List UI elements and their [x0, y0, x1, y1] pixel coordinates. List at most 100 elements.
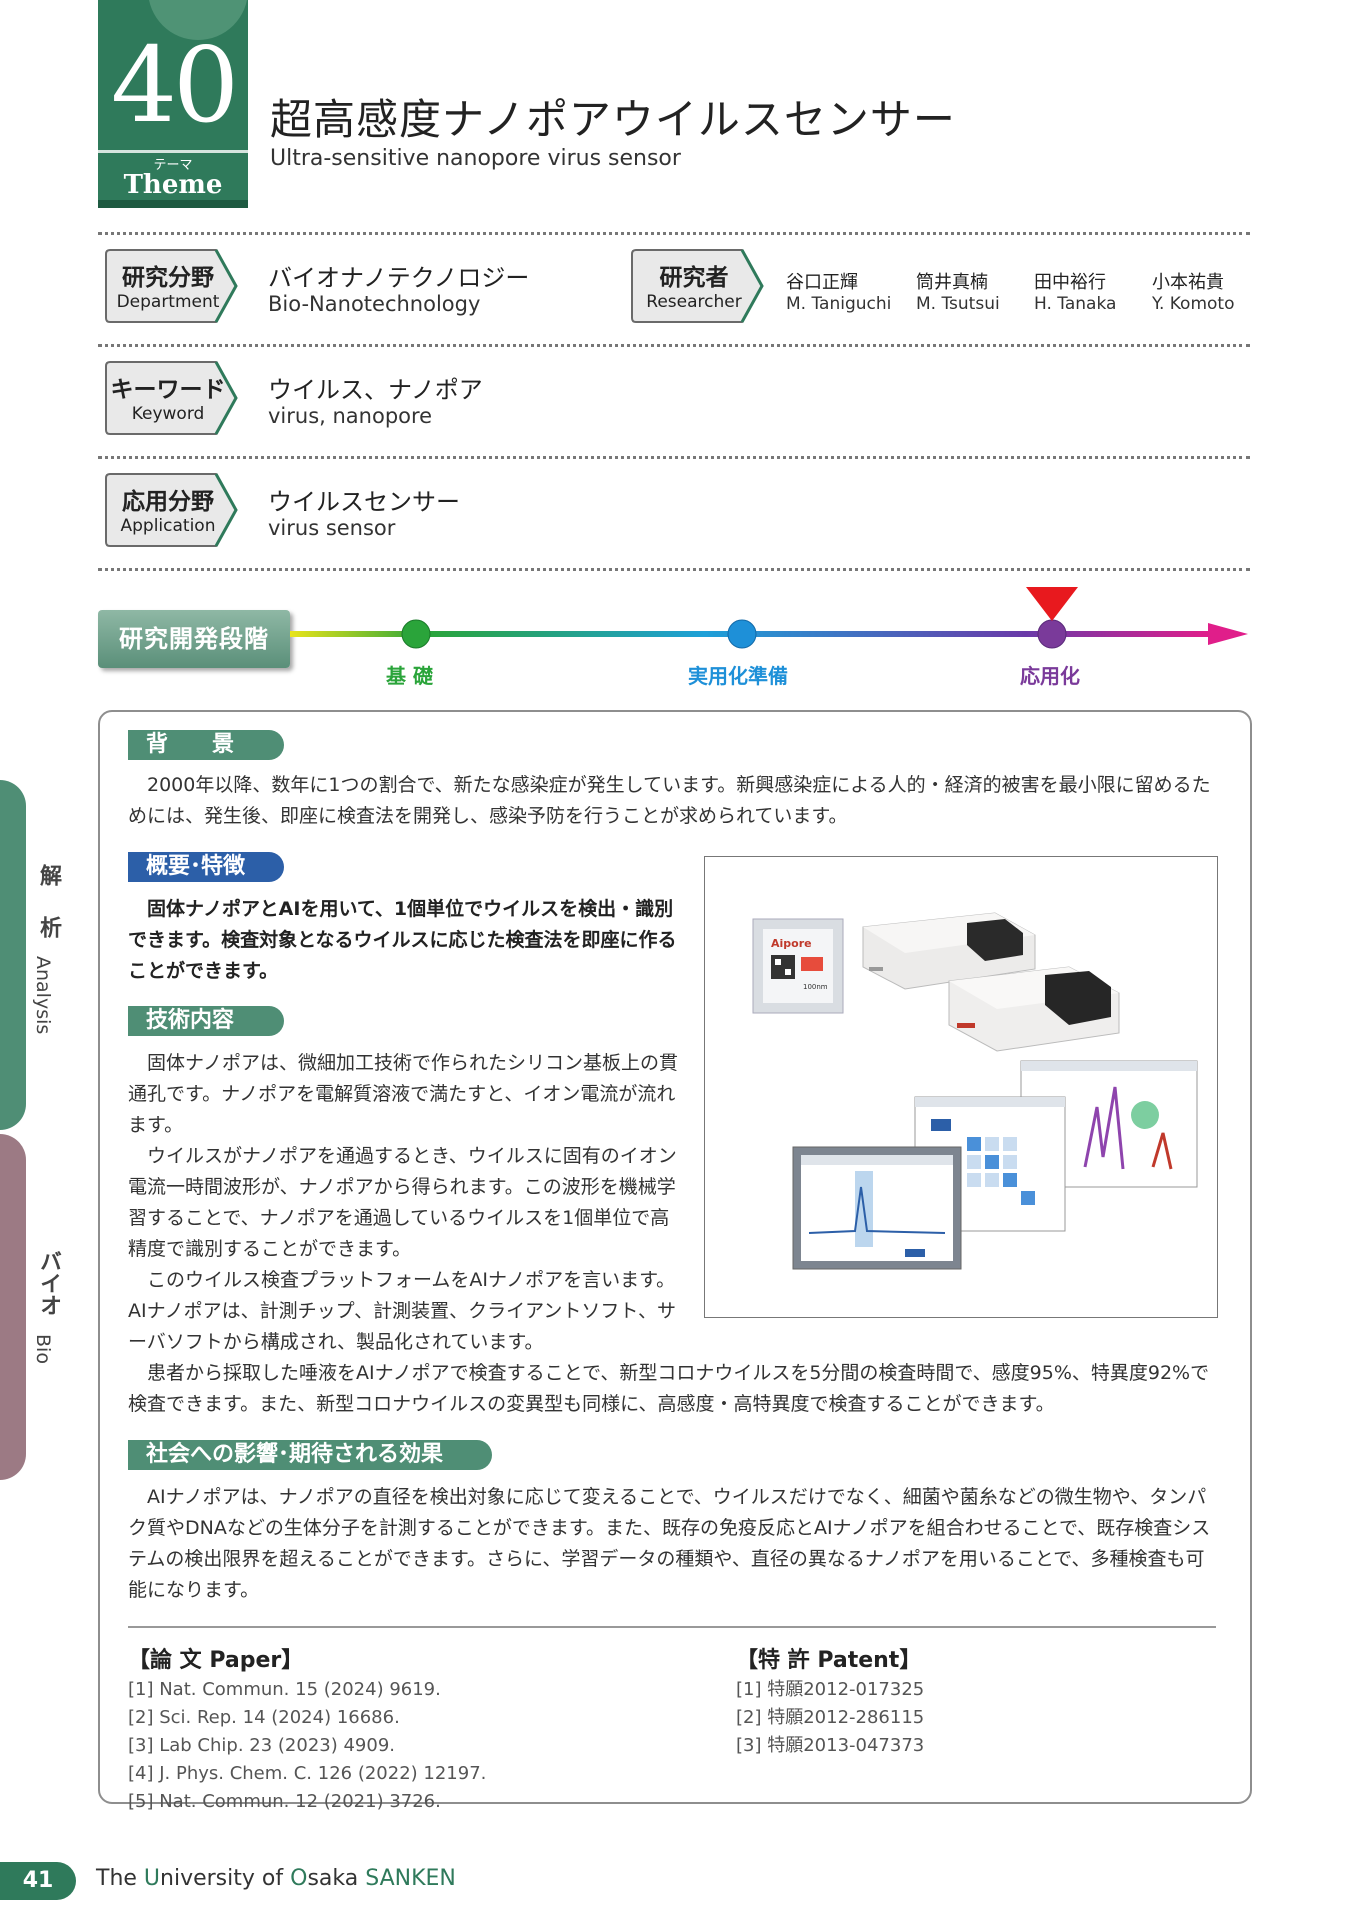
brand-sanken: SANKEN — [365, 1866, 456, 1891]
stage-timeline — [290, 587, 1248, 649]
tag-shape — [105, 361, 238, 435]
chip-ai-badge — [801, 957, 823, 971]
patent-item: [1] 特願2012-017325 — [736, 1679, 925, 1700]
brand-part: The — [96, 1866, 144, 1891]
brand-accent: U — [143, 1866, 161, 1891]
impact-text: AIナノポアは、ナノポアの直径を検出対象に応じて変えることで、ウイルスだけでなく… — [128, 1482, 1220, 1606]
background-text: 2000年以降、数年に1つの割合で、新たな感染症が発生しています。新興感染症によ… — [128, 770, 1220, 832]
tech-heading: 技術内容 — [128, 1006, 284, 1036]
tag-shape — [631, 249, 764, 323]
keyword-tag-en: Keyword — [131, 404, 205, 424]
researcher-tag-en: Researcher — [646, 292, 742, 312]
footer-brand: The University of Osaka SANKEN — [96, 1866, 456, 1891]
patent-item: [2] 特願2012-286115 — [736, 1707, 925, 1728]
stage-point-applied — [1037, 619, 1067, 649]
theme-label-jp: テーマ — [153, 158, 193, 173]
paper-item: [5] Nat. Commun. 12 (2021) 3726. — [128, 1791, 441, 1812]
papers-list: [1] Nat. Commun. 15 (2024) 9619. [2] Sci… — [128, 1676, 486, 1816]
chip-scale: 100nm — [803, 983, 828, 991]
researcher-3-jp: 田中裕行 — [1034, 272, 1106, 293]
stage-point-basic — [401, 619, 431, 649]
tag-shape — [105, 473, 238, 547]
tech-text-narrow: 固体ナノポアは、微細加工技術で作られたシリコン基板上の貫通孔です。ナノポアを電解… — [128, 1048, 684, 1358]
side-tab-bio-en: Bio — [32, 1334, 54, 1364]
keyword-tag: キーワード Keyword — [104, 360, 240, 436]
researcher-tag-jp: 研究者 — [659, 265, 729, 291]
researcher-3-en: H. Tanaka — [1034, 294, 1117, 314]
overview-heading: 概要･特徴 — [128, 852, 284, 882]
keyword-tag-jp: キーワード — [110, 377, 226, 403]
application-tag: 応用分野 Application — [104, 472, 240, 548]
page-number: 41 — [0, 1862, 76, 1900]
application-value-jp: ウイルスセンサー — [268, 488, 460, 516]
researcher-1-en: M. Taniguchi — [786, 294, 892, 314]
page-title: 超高感度ナノポアウイルスセンサー — [270, 95, 956, 144]
application-tag-jp: 応用分野 — [122, 489, 214, 515]
background-heading: 背 景 — [128, 730, 284, 760]
measurement-device-front — [948, 966, 1120, 1052]
divider — [98, 232, 1250, 235]
tag-shape — [105, 249, 238, 323]
papers-heading: 【論 文 Paper】 — [128, 1648, 304, 1673]
department-tag: 研究分野 Department — [104, 248, 240, 324]
divider — [98, 344, 1250, 347]
department-tag-en: Department — [116, 292, 220, 312]
brand-part: saka — [307, 1866, 366, 1891]
patent-item: [3] 特願2013-047373 — [736, 1735, 925, 1756]
background-paragraph: 2000年以降、数年に1つの割合で、新たな感染症が発生しています。新興感染症によ… — [128, 774, 1211, 827]
stage-label-basic: 基 礎 — [386, 664, 433, 688]
badge-bottom — [98, 200, 248, 208]
application-tag-en: Application — [120, 516, 216, 536]
stage-arrow — [1208, 623, 1248, 645]
theme-label-en: Theme — [123, 170, 223, 200]
divider — [98, 568, 1250, 571]
tech-text-wide: 患者から採取した唾液をAIナノポアで検査することで、新型コロナウイルスを5分間の… — [128, 1358, 1220, 1420]
tech-paragraph-4: 患者から採取した唾液をAIナノポアで検査することで、新型コロナウイルスを5分間の… — [128, 1362, 1210, 1415]
paper-item: [4] J. Phys. Chem. C. 126 (2022) 12197. — [128, 1763, 487, 1784]
stage-label-prep: 実用化準備 — [688, 664, 788, 688]
side-tab-analysis-jp-2: 析 — [36, 916, 61, 938]
impact-paragraph: AIナノポアは、ナノポアの直径を検出対象に応じて変えることで、ウイルスだけでなく… — [128, 1486, 1211, 1601]
theme-badge: 40 テーマ Theme — [98, 0, 248, 208]
side-tab-bio-jp: バイオ — [36, 1250, 61, 1316]
department-value-en: Bio-Nanotechnology — [268, 292, 481, 316]
paper-item: [3] Lab Chip. 23 (2023) 4909. — [128, 1735, 396, 1756]
references-divider — [128, 1626, 1216, 1628]
stage-label-applied: 応用化 — [1020, 664, 1080, 688]
product-figure: Aipore 100nm — [704, 856, 1218, 1318]
side-tab-bio[interactable] — [0, 1134, 26, 1480]
brand-part: niversity of — [160, 1866, 291, 1891]
content-frame — [98, 710, 1252, 1804]
researcher-1-jp: 谷口正輝 — [786, 272, 858, 293]
keyword-value-en: virus, nanopore — [268, 404, 433, 428]
impact-heading: 社会への影響･期待される効果 — [128, 1440, 492, 1470]
paper-item: [2] Sci. Rep. 14 (2024) 16686. — [128, 1707, 400, 1728]
department-value-jp: バイオナノテクノロジー — [268, 264, 530, 292]
overview-text: 固体ナノポアとAIを用いて、1個単位でウイルスを検出・識別できます。検査対象とな… — [128, 894, 684, 987]
researcher-4-en: Y. Komoto — [1152, 294, 1235, 314]
keyword-value-jp: ウイルス、ナノポア — [268, 376, 483, 404]
side-tab-analysis-jp-1: 解 — [36, 864, 61, 886]
tech-paragraph-3: このウイルス検査プラットフォームをAIナノポアを言います。AIナノポアは、計測チ… — [128, 1269, 676, 1353]
side-tab-analysis[interactable] — [0, 780, 26, 1130]
stage-label: 研究開発段階 — [98, 610, 290, 668]
overview-paragraph: 固体ナノポアとAIを用いて、1個単位でウイルスを検出・識別できます。検査対象とな… — [128, 898, 677, 982]
stage-current-marker — [1026, 587, 1078, 621]
department-tag-jp: 研究分野 — [122, 265, 214, 291]
badge-stripe — [98, 150, 248, 153]
software-screen-front — [792, 1146, 962, 1270]
chip-brand: Aipore — [771, 937, 812, 950]
divider — [98, 456, 1250, 459]
side-tab-analysis-en: Analysis — [32, 956, 54, 1035]
researcher-2-en: M. Tsutsui — [916, 294, 1000, 314]
tech-paragraph-2: ウイルスがナノポアを通過するとき、ウイルスに固有のイオン電流一時間波形が、ナノポ… — [128, 1145, 677, 1260]
brand-accent: O — [290, 1866, 308, 1891]
theme-number: 40 — [110, 24, 239, 146]
tech-paragraph-1: 固体ナノポアは、微細加工技術で作られたシリコン基板上の貫通孔です。ナノポアを電解… — [128, 1052, 679, 1136]
page-subtitle: Ultra-sensitive nanopore virus sensor — [270, 146, 681, 171]
paper-item: [1] Nat. Commun. 15 (2024) 9619. — [128, 1679, 441, 1700]
stage-point-prep — [727, 619, 757, 649]
researcher-2-jp: 筒井真楠 — [916, 272, 988, 293]
qr-code-icon — [771, 955, 795, 979]
application-value-en: virus sensor — [268, 516, 396, 540]
